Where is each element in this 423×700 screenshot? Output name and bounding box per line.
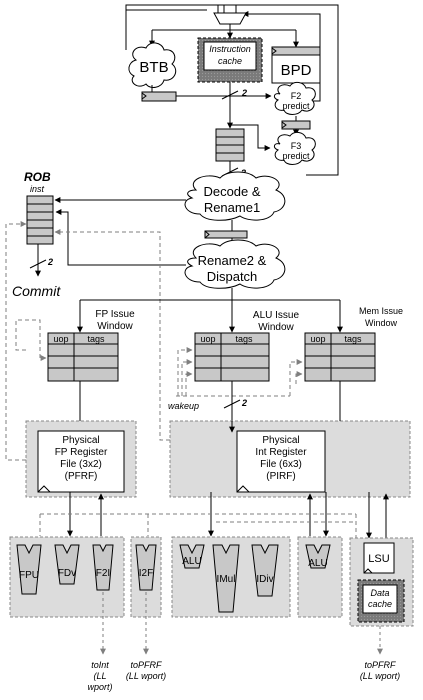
btb-label: BTB <box>139 59 168 76</box>
f2-predict-cloud: F2 predict <box>273 81 316 115</box>
alu-issue-window: uop tags <box>194 332 270 382</box>
fp-tags-header: tags <box>87 334 105 344</box>
decode-label-line1: Decode & <box>203 184 260 199</box>
int-regfile-line1: Physical <box>262 435 299 446</box>
alu-uop-header: uop <box>200 334 215 344</box>
idiv-label: IDiv <box>256 574 273 585</box>
icache-label-line1: Instruction <box>209 44 251 54</box>
topfrf1-label-line1: toPFRF <box>130 660 162 670</box>
rob-block: ROB inst 2 Commit <box>12 170 61 299</box>
fp-issue-window: uop tags <box>47 332 119 382</box>
pc-mux <box>213 12 247 25</box>
bpd-block: BPD <box>271 46 321 84</box>
imul-unit <box>212 544 240 613</box>
mem-uop-header: uop <box>310 334 325 344</box>
lsu-unit <box>363 542 395 574</box>
lsu-label: LSU <box>368 553 389 565</box>
i2f-unit <box>135 544 157 591</box>
btb-cloud: BTB <box>128 42 177 88</box>
fp-regfile-line2: FP Register <box>55 447 108 458</box>
fetch-buffer <box>215 128 245 162</box>
topfrf2-label-line2: (LL wport) <box>360 671 400 681</box>
mem-issue-window: uop tags <box>304 332 376 382</box>
fetch-width-label: 2 <box>241 88 247 98</box>
fpu-label: FPU <box>19 570 39 581</box>
rob-title: ROB <box>24 170 51 184</box>
alu-issue-label-line2: Window <box>258 322 294 333</box>
alu2-unit <box>305 544 331 569</box>
fp-uop-header: uop <box>53 334 68 344</box>
toint-label-line1: toInt <box>91 660 109 670</box>
rename2-label-line1: Rename2 & <box>198 253 267 268</box>
imul-label: IMul <box>217 574 236 585</box>
f2i-unit <box>92 544 114 591</box>
alu2-label: ALU <box>308 558 327 569</box>
mem-wakeup-line1 <box>289 359 303 396</box>
fp-issue-label-line2: Window <box>97 321 133 332</box>
commit-width-label: 2 <box>47 257 53 267</box>
int-regfile-line3: File (6x3) <box>260 459 302 470</box>
fdv-label: FDv <box>58 568 76 579</box>
int-regfile-line4: (PIRF) <box>266 471 295 482</box>
dcache-label-line2: cache <box>368 599 392 609</box>
wakeup-label: wakeup <box>168 401 199 411</box>
rename2-label-line2: Dispatch <box>207 269 258 284</box>
alu1-label: ALU <box>182 556 201 567</box>
mem-issue-label-line1: Mem Issue <box>359 306 403 316</box>
alu-wakeup-line1 <box>177 347 193 396</box>
idiv-unit <box>251 544 279 597</box>
wakeup-width-label: 2 <box>241 398 247 408</box>
rename-register <box>204 230 248 239</box>
i2f-label: I2F <box>139 568 153 579</box>
decode-rename1-cloud: Decode & Rename1 <box>184 171 286 221</box>
icache-label-line2: cache <box>218 56 242 66</box>
frontend: BTB Instruction cache BPD 2 F2 pred <box>125 4 339 185</box>
topfrf1-label-line2: (LL wport) <box>126 671 166 681</box>
int-regfile-line2: Int Register <box>255 447 307 458</box>
rob-writeback-int <box>54 229 170 441</box>
alu-tags-header: tags <box>235 334 253 344</box>
fdv-unit <box>54 544 80 585</box>
f2-label-line1: F2 <box>291 91 302 101</box>
fp-issue-label-line1: FP Issue <box>95 309 135 320</box>
fpu-unit <box>16 544 42 595</box>
fp-regfile-panel: Physical FP Register File (3x2) (PFRF) <box>25 420 137 498</box>
fetch-register <box>141 91 177 102</box>
alu-issue-label-line1: ALU Issue <box>253 310 300 321</box>
fp-units-panel: FPU FDv F2I <box>9 536 125 618</box>
bpd-label: BPD <box>281 62 312 79</box>
fp-regfile-line3: File (3x2) <box>60 459 102 470</box>
alu2-panel: ALU <box>297 536 343 618</box>
fp-regfile-line1: Physical <box>62 435 99 446</box>
f2i-label: F2I <box>96 568 110 579</box>
fp-wakeup-line <box>15 319 47 361</box>
commit-label: Commit <box>12 283 61 299</box>
icache-block: Instruction cache <box>197 37 263 83</box>
f3-predict-cloud: F3 predict <box>273 131 316 165</box>
rename2-dispatch-cloud: Rename2 & Dispatch <box>184 239 286 289</box>
f3-feedback-line <box>125 4 339 176</box>
mem-units-panel: LSU Data cache <box>349 537 414 627</box>
toint-label-line2: (LL <box>93 671 106 681</box>
f3-label-line2: predict <box>282 151 310 161</box>
decode-label-line2: Rename1 <box>204 200 260 215</box>
f2-label-line2: predict <box>282 101 310 111</box>
fp-regfile-line4: (PFRF) <box>65 471 98 482</box>
toint-label-line3: wport) <box>87 682 112 692</box>
rob-subtitle: inst <box>30 184 45 194</box>
topfrf2-label-line1: toPFRF <box>364 660 396 670</box>
int-units-panel: ALU IMul IDiv <box>171 536 291 618</box>
f3-label-line1: F3 <box>291 141 302 151</box>
mem-tags-header: tags <box>344 334 362 344</box>
rob-writeback-fp <box>5 221 27 461</box>
mem-issue-label-line2: Window <box>365 318 398 328</box>
int-regfile-panel: Physical Int Register File (6x3) (PIRF) <box>169 420 411 498</box>
alu1-unit <box>179 544 205 569</box>
dcache-label-line1: Data <box>370 588 389 598</box>
